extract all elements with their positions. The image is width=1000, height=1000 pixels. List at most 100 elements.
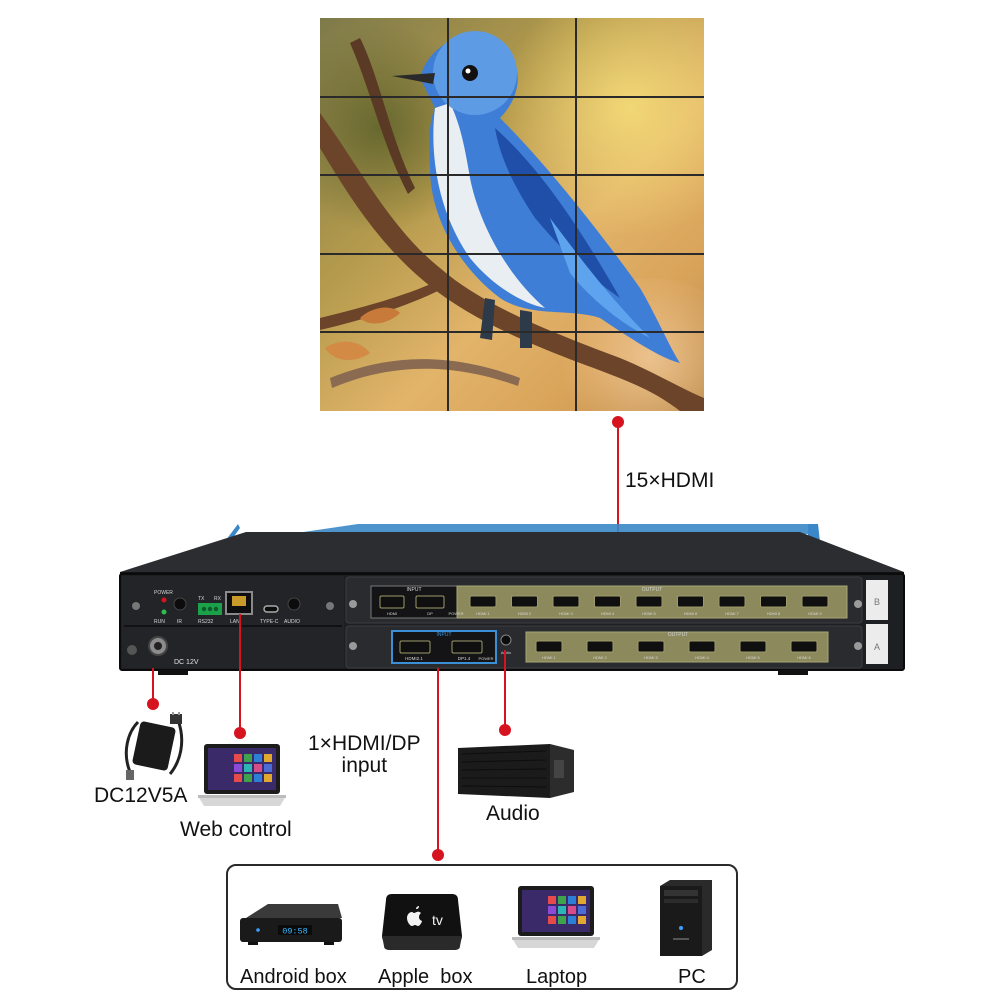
card-b-output-port[interactable] — [511, 595, 538, 608]
start-tile — [234, 774, 242, 782]
start-tile — [244, 774, 252, 782]
card-a-output-port[interactable] — [586, 640, 614, 653]
card-b-output-label: HDMI 4 — [601, 611, 615, 616]
card-a-input-hdmi-label: HDMI2.1 — [405, 656, 423, 661]
card-a-output-port[interactable] — [637, 640, 665, 653]
start-tile — [254, 774, 262, 782]
source-label-apple-box: Apple box — [378, 966, 473, 988]
card-a-output-label: HDMI 1 — [542, 655, 556, 660]
card-b-output-label: HDMI 8 — [767, 611, 781, 616]
power-led-label: POWER — [154, 590, 173, 596]
audio-port-label: AUDIO — [284, 619, 300, 625]
pc-tower-icon — [660, 880, 712, 956]
card-a-output-title: OUTPUT — [668, 632, 689, 638]
card-b-output-label: HDMI 5 — [642, 611, 656, 616]
lan-connector-dot — [234, 727, 246, 739]
power-connector-line — [152, 668, 154, 704]
power-connector-dot — [147, 698, 159, 710]
start-tile — [244, 754, 252, 762]
lan-connector-line — [239, 614, 241, 732]
start-tile — [558, 896, 566, 904]
output-connector-dot — [612, 416, 624, 428]
card-b-output-label: HDMI 1 — [476, 611, 490, 616]
card-b-output-label: HDMI 6 — [684, 611, 698, 616]
bluebird-image — [320, 31, 704, 411]
card-b-input-dp-label: DP — [427, 611, 433, 616]
card-b-output-port[interactable] — [635, 595, 663, 608]
card-b-output-label: HDMI 2 — [518, 611, 532, 616]
web-control-laptop-icon — [198, 744, 286, 806]
card-a-input-hdmi-port[interactable] — [399, 640, 431, 654]
start-tile — [578, 896, 586, 904]
card-b-output-label: HDMI 9 — [808, 611, 822, 616]
audio-label: Audio — [486, 802, 540, 825]
source-label-laptop: Laptop — [526, 966, 588, 988]
input-count-label: 1×HDMI/DP input — [308, 732, 421, 777]
card-b-power-label: POWER — [448, 611, 463, 616]
start-tile — [578, 906, 586, 914]
start-tile — [548, 906, 556, 914]
wall-grid-line-vertical — [575, 18, 577, 411]
start-tile — [264, 774, 272, 782]
card-a-output-port[interactable] — [790, 640, 818, 653]
card-a-output-port[interactable] — [739, 640, 767, 653]
wall-grid-line-vertical — [447, 18, 449, 411]
apple-tv-icon: tv — [382, 894, 462, 950]
start-tile — [234, 764, 242, 772]
card-b-input-hdmi-port[interactable] — [379, 595, 405, 609]
start-tile — [568, 896, 576, 904]
card-a-output-label: HDMI 4 — [695, 655, 709, 660]
card-b-output-port[interactable] — [594, 595, 621, 608]
dc-input-label: DC 12V — [174, 659, 199, 666]
start-tile — [548, 896, 556, 904]
wall-grid-line-horizontal — [320, 174, 704, 176]
typec-port-label: TYPE-C — [260, 619, 279, 625]
card-a-input-title: INPUT — [437, 632, 452, 638]
source-label-android-box: Android box — [240, 966, 347, 988]
power-adapter-icon — [124, 712, 184, 780]
input-connector-dot — [432, 849, 444, 861]
start-tile — [264, 754, 272, 762]
card-b-output-port[interactable] — [718, 595, 746, 608]
card-b-output-port[interactable] — [677, 595, 704, 608]
card-a-output-label: HDMI 5 — [746, 655, 760, 660]
wall-grid-line-horizontal — [320, 253, 704, 255]
ir-sensor-label: IR — [177, 619, 182, 625]
card-a-output-label: HDMI 6 — [797, 655, 811, 660]
video-wall — [320, 18, 704, 411]
start-tile — [244, 764, 252, 772]
start-tile — [558, 906, 566, 914]
web-control-label: Web control — [180, 818, 292, 841]
card-b-output-title: OUTPUT — [642, 587, 663, 593]
card-a-output-port[interactable] — [688, 640, 716, 653]
rs232-rx-label: RX — [214, 596, 222, 602]
input-connector-line — [437, 668, 439, 854]
card-b-output-port[interactable] — [469, 595, 497, 608]
card-b-output-label: HDMI 3 — [559, 611, 573, 616]
card-b-output-port[interactable] — [760, 595, 787, 608]
lan-port-label: LAN — [230, 619, 240, 625]
card-b-output-port[interactable] — [552, 595, 580, 608]
start-tile — [568, 916, 576, 924]
output-count-label: 15×HDMI — [625, 469, 715, 492]
card-a-input-dp-label: DP1.4 — [458, 656, 471, 661]
run-led-label: RUN — [154, 619, 165, 625]
card-b-output-label: HDMI 7 — [725, 611, 739, 616]
card-b-output-port[interactable] — [801, 595, 829, 608]
start-tile — [578, 916, 586, 924]
card-b-input-title: INPUT — [407, 587, 422, 593]
android-box-clock: 09:58 — [282, 927, 308, 937]
audio-connector-line — [504, 650, 506, 728]
start-tile — [568, 906, 576, 914]
card-a-audio-label: Audio — [501, 650, 512, 655]
audio-connector-dot — [499, 724, 511, 736]
card-a-input-dp-port[interactable] — [451, 640, 483, 654]
output-connector-line — [617, 422, 619, 588]
card-a-output-port[interactable] — [535, 640, 563, 653]
input-sources-panel: 09:58 Android box tv Apple box Laptop PC — [226, 864, 738, 990]
start-tile — [234, 754, 242, 762]
speaker-icon — [458, 744, 574, 798]
card-b-input-dp-port[interactable] — [415, 595, 445, 609]
start-tile — [254, 754, 262, 762]
